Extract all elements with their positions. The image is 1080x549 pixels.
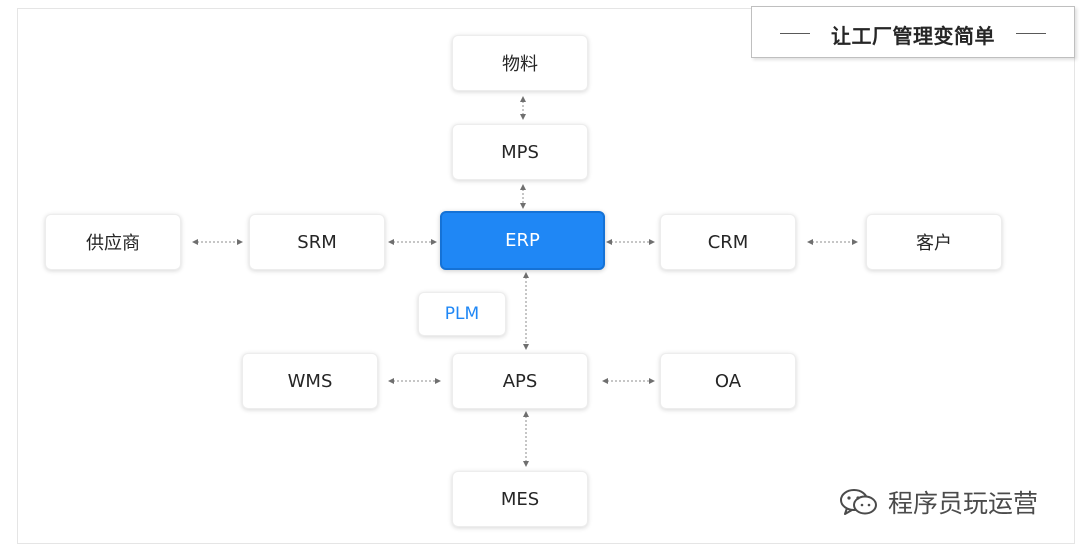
- customer-node: 客户: [866, 214, 1002, 270]
- title-right-line: [1016, 33, 1046, 34]
- mps-node: MPS: [452, 124, 588, 180]
- aps-node: APS: [452, 353, 588, 409]
- diagram-title-box: 让工厂管理变简单: [751, 6, 1075, 58]
- wms-node: WMS: [242, 353, 378, 409]
- title-left-line: [780, 33, 810, 34]
- wechat-watermark: 程序员玩运营: [838, 482, 1063, 522]
- srm-node: SRM: [249, 214, 385, 270]
- wechat-icon: [840, 489, 877, 515]
- diagram-title: 让工厂管理变简单: [831, 24, 995, 48]
- watermark-text: 程序员玩运营: [888, 489, 1039, 518]
- diagram-canvas: [17, 8, 1075, 544]
- oa-node: OA: [660, 353, 796, 409]
- mes-node: MES: [452, 471, 588, 527]
- crm-node: CRM: [660, 214, 796, 270]
- erp-node: ERP: [440, 211, 605, 270]
- material-node: 物料: [452, 35, 588, 91]
- plm-node: PLM: [418, 292, 506, 336]
- supplier-node: 供应商: [45, 214, 181, 270]
